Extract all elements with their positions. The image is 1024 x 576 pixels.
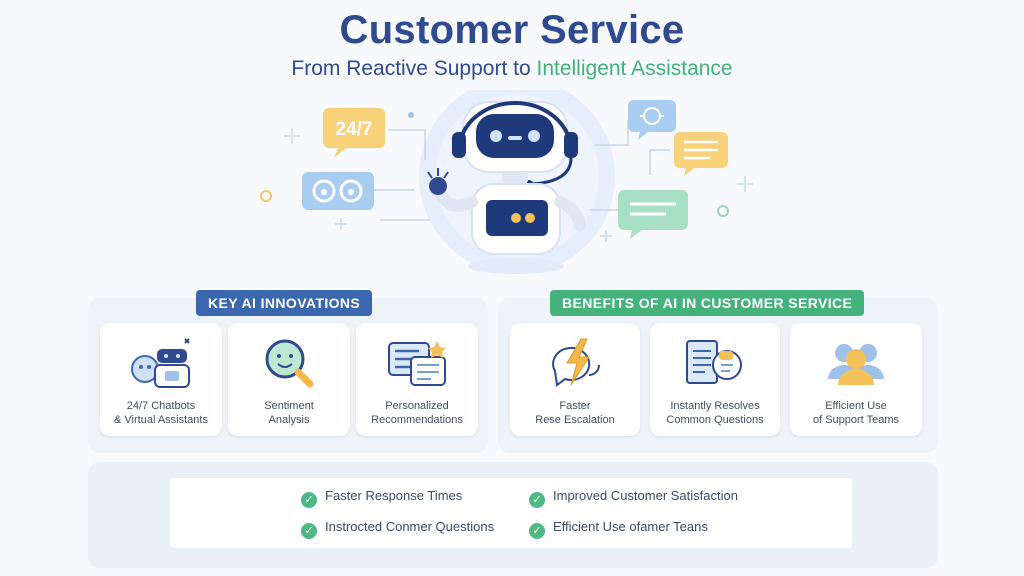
innovation-caption: Personalized Recommendations <box>371 400 463 426</box>
checklist-item: ✓Instrocted Conmer Questions <box>301 518 494 539</box>
speech-bubble-eyes <box>302 172 374 210</box>
page-subtitle: From Reactive Support to Intelligent Ass… <box>0 57 1024 81</box>
checklist-box <box>170 478 852 548</box>
innovation-card-chatbots[interactable]: 24/7 Chatbots & Virtual Assistants <box>100 323 222 436</box>
speech-bubble-target <box>628 100 676 140</box>
benefit-card-resolves[interactable]: Instantly Resolves Common Questions <box>650 323 780 436</box>
innovation-card-sentiment[interactable]: Sentiment Analysis <box>228 323 350 436</box>
innovation-card-recommendations[interactable]: Personalized Recommendations <box>356 323 478 436</box>
document-chat-icon <box>686 340 742 384</box>
checklist-item: ✓Efficient Use ofаmer Teans <box>529 518 708 539</box>
checklist-item: ✓Faster Response Times <box>301 487 462 508</box>
recommendations-icon <box>388 341 446 386</box>
innovations-panel: KEY AI INNOVATIONS 24/7 Chatbots & Virtu… <box>88 290 488 453</box>
benefit-caption: Efficient Use of Support Teams <box>812 400 899 426</box>
speech-bubble-247: 24/7 <box>323 108 385 158</box>
benefit-caption: Instantly Resolves Common Questions <box>666 400 764 426</box>
checklist-item: ✓Improved Customer Satisfaction <box>529 487 738 508</box>
benefits-label: BENEFITS OF AI IN CUSTOMER SERVICE <box>550 290 865 316</box>
check-icon: ✓ <box>301 492 317 508</box>
subtitle-accent: Intelligent Assistance <box>536 57 733 80</box>
chatbot-icon <box>131 338 190 388</box>
check-icon: ✓ <box>301 523 317 539</box>
innovations-label: KEY AI INNOVATIONS <box>196 290 373 316</box>
robot-hero-illustration: 24/7 <box>260 90 753 274</box>
bubble-247-text: 24/7 <box>336 119 373 140</box>
speech-bubble-list-yellow <box>674 132 728 176</box>
team-icon <box>828 344 884 385</box>
check-icon: ✓ <box>529 492 545 508</box>
innovation-caption: 24/7 Chatbots & Virtual Assistants <box>114 400 208 426</box>
check-icon: ✓ <box>529 523 545 539</box>
benefit-caption: Faster Rese Escalation <box>535 400 615 426</box>
benefits-panel: BENEFITS OF AI IN CUSTOMER SERVICE Faste… <box>498 290 938 453</box>
innovation-caption: Sentiment Analysis <box>264 400 314 426</box>
robot-figure <box>427 101 586 274</box>
subtitle-text: From Reactive Support to <box>291 57 537 80</box>
lightning-bolt-icon <box>552 338 600 387</box>
benefit-card-escalation[interactable]: Faster Rese Escalation <box>510 323 640 436</box>
sentiment-magnifier-icon <box>265 339 314 388</box>
page-title: Customer Service <box>339 8 685 52</box>
benefit-card-teams[interactable]: Efficient Use of Support Teams <box>790 323 922 436</box>
speech-bubble-chat-green <box>618 190 688 239</box>
